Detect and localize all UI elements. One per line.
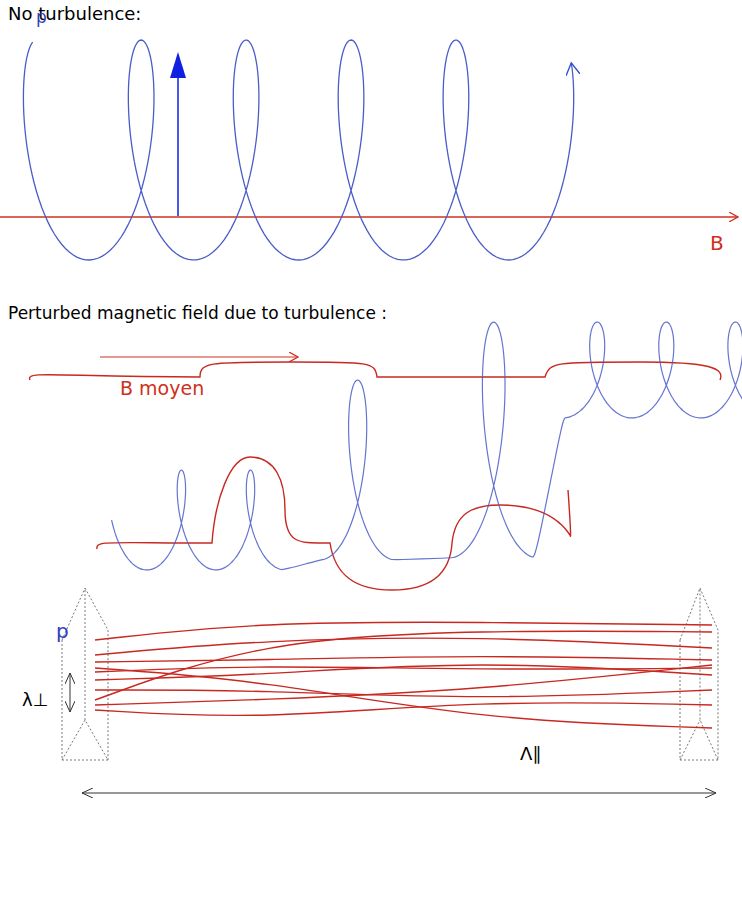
panel-heading: Perturbed magnetic field due to turbulen…	[8, 304, 387, 323]
particle-label: p	[56, 620, 69, 642]
field-line	[95, 668, 712, 728]
mean-field-arrow	[100, 357, 298, 358]
particle-label: p	[36, 8, 47, 27]
field-line	[95, 665, 712, 705]
gyro-radius-arrow	[177, 60, 179, 216]
proton-trajectory	[112, 322, 742, 570]
proton-helix	[23, 40, 573, 260]
parallel-scale-arrow	[82, 793, 716, 794]
scale-label: Λ∥	[520, 744, 541, 764]
perp-scale-arrow	[70, 673, 71, 712]
field-line	[95, 665, 712, 680]
field-line	[95, 638, 712, 655]
scale-label: λ⊥	[22, 690, 48, 710]
cross-section-frame	[62, 588, 108, 760]
cross-section-frame	[680, 588, 718, 760]
field-line-bundle	[95, 622, 712, 728]
field-line	[0, 216, 738, 217]
arrow-head	[170, 52, 186, 78]
panel-heading: No turbulence:	[8, 4, 141, 24]
field-label: B	[710, 232, 724, 254]
field-line	[97, 457, 571, 590]
field-line	[95, 657, 712, 662]
field-label: B moyen	[120, 378, 204, 399]
field-line	[95, 631, 712, 700]
